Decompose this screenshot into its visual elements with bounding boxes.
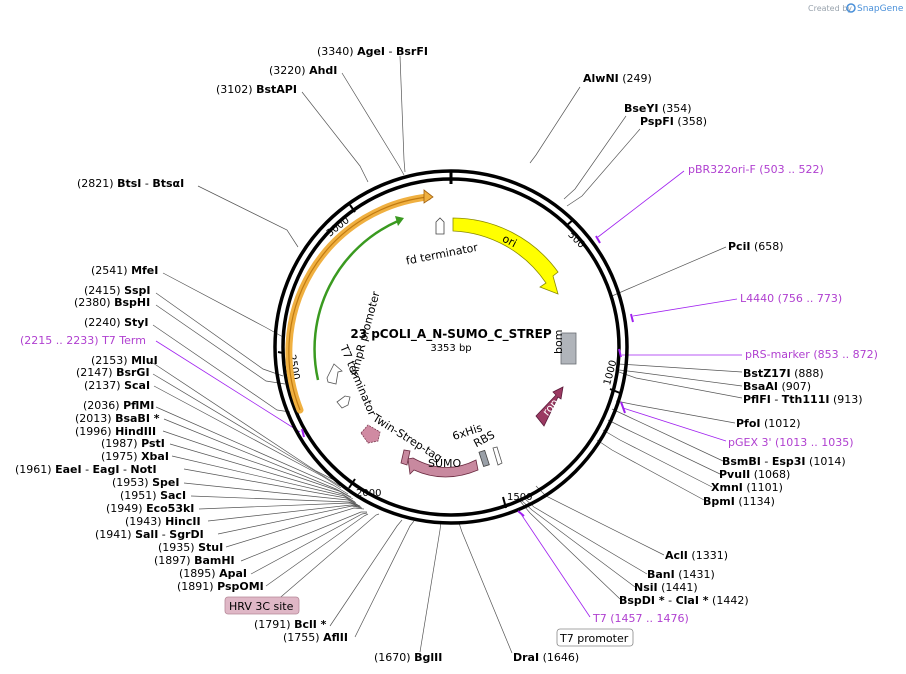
site-bsrgi[interactable]: (2147) BsrGI [76,366,150,379]
site-sali[interactable]: (1941) SalI - SgrDI [95,528,204,541]
bom-feature[interactable] [560,332,577,365]
site-bsphi[interactable]: (2380) BspHI [74,296,150,309]
site-eaei[interactable]: (1961) EaeI - EagI - NotI [15,463,157,476]
site-bsabi[interactable]: (2013) BsaBI * [75,412,160,425]
primer-marks [301,235,634,517]
ori-feature[interactable] [452,217,559,295]
twin-strep-feature[interactable] [360,424,381,444]
site-hincii[interactable]: (1943) HincII [125,515,201,528]
ampr-promoter-feature[interactable] [326,363,343,385]
tick-marks [277,204,621,509]
hrv-label: HRV 3C site [229,600,294,613]
site-bani[interactable]: BanI (1431) [647,568,715,581]
site-pfoi[interactable]: PfoI (1012) [736,417,801,430]
bom-label: bom [552,330,565,354]
primer-l4440[interactable]: L4440 (756 .. 773) [740,292,842,305]
site-xmni[interactable]: XmnI (1101) [711,481,783,494]
snapgene-brand: SnapGene [857,4,904,14]
site-pflfi[interactable]: PflFI - Tth111I (913) [743,393,863,406]
site-mlui[interactable]: (2153) MluI [91,354,158,367]
site-bcli[interactable]: (1791) BclI * [254,618,327,631]
site-bseyi[interactable]: BseYI (354) [624,102,692,115]
primer-lines [155,170,742,618]
site-btsi[interactable]: (2821) BtsI - BtsαI [77,177,184,190]
primer-pbr322ori-f[interactable]: pBR322ori-F (503 .. 522) [688,163,824,176]
site-pvuii[interactable]: PvuII (1068) [719,468,790,481]
site-pspomi[interactable]: (1891) PspOMI [177,580,264,593]
sumo-label: SUMO [428,457,462,470]
sumo-feature[interactable] [407,457,479,478]
t7-terminator-feature[interactable] [336,395,351,409]
site-drai[interactable]: DraI (1646) [513,651,579,664]
site-bstapi[interactable]: (3102) BstAPI [216,83,297,96]
site-bsaai[interactable]: BsaAI (907) [743,380,811,393]
site-stui[interactable]: (1935) StuI [158,541,223,554]
t7-promoter-box [556,628,634,647]
t7-promoter-label: T7 promoter [559,632,629,645]
tick-1500: 1500 [507,492,532,503]
site-psti[interactable]: (1987) PstI [101,437,165,450]
site-styi[interactable]: (2240) StyI [84,316,149,329]
site-saci[interactable]: (1951) SacI [120,489,186,502]
site-aflii[interactable]: (1755) AflII [283,631,348,644]
rbs-feature[interactable] [492,446,503,466]
primer-t7-term[interactable]: (2215 .. 2233) T7 Term [20,334,146,347]
site-bstz17i[interactable]: BstZ17I (888) [743,367,824,380]
site-nsii[interactable]: NsiI (1441) [634,581,698,594]
site-pspfi[interactable]: PspFI (358) [640,115,707,128]
fd-terminator-label: fd terminator [405,241,479,268]
ampr-inner-feature[interactable] [313,219,399,381]
plasmid-name: 23 pCOLI_A_N-SUMO_C_STREP [350,327,551,342]
ori-label: ori [500,232,519,250]
site-pcii[interactable]: PciI (658) [728,240,784,253]
his-feature[interactable] [478,449,490,468]
site-ahdi[interactable]: (3220) AhdI [269,64,337,77]
site-apai[interactable]: (1895) ApaI [179,567,247,580]
fd-terminator-feature[interactable] [435,217,445,235]
plasmid-length: 3353 bp [430,343,471,354]
site-acli[interactable]: AclI (1331) [665,549,728,562]
primer-pgex3[interactable]: pGEX 3' (1013 .. 1035) [728,436,854,449]
inner-arrowhead [395,216,404,226]
snapgene-logo-icon [846,3,856,13]
site-bglii[interactable]: (1670) BglII [374,651,442,664]
site-mfei[interactable]: (2541) MfeI [91,264,158,277]
site-sspi[interactable]: (2415) SspI [84,284,151,297]
rop-feature[interactable] [535,386,564,427]
created-by-label: Created by [808,4,852,13]
site-bsmbi[interactable]: BsmBI - Esp3I (1014) [722,455,846,468]
site-labels-right: AlwNI (249) BseYI (354) PspFI (358) pBR3… [583,72,878,625]
tick-2000: 2000 [356,488,381,499]
site-pflmi[interactable]: (2036) PflMI [83,399,154,412]
site-spei[interactable]: (1953) SpeI [112,476,179,489]
primer-prs-marker[interactable]: pRS-marker (853 .. 872) [745,348,878,361]
site-hindiii[interactable]: (1996) HindIII [75,425,156,438]
ampr-arrowhead [423,189,434,204]
site-labels-left: (3340) AgeI - BsrFI (3220) AhdI (3102) B… [15,45,579,664]
site-alwni[interactable]: AlwNI (249) [583,72,652,85]
hrv-label-box [224,596,300,615]
site-xbai[interactable]: (1975) XbaI [101,450,169,463]
hrv-feature[interactable] [400,449,411,466]
site-agei[interactable]: (3340) AgeI - BsrFI [317,45,428,58]
leader-lines [152,55,743,654]
primer-t7[interactable]: T7 (1457 .. 1476) [592,612,689,625]
site-scai[interactable]: (2137) ScaI [84,379,150,392]
site-bamhi[interactable]: (1897) BamHI [154,554,235,567]
site-eco53ki[interactable]: (1949) Eco53kI [106,502,194,515]
site-bpmi[interactable]: BpmI (1134) [703,495,775,508]
site-bspdi[interactable]: BspDI * - ClaI * (1442) [619,594,749,607]
